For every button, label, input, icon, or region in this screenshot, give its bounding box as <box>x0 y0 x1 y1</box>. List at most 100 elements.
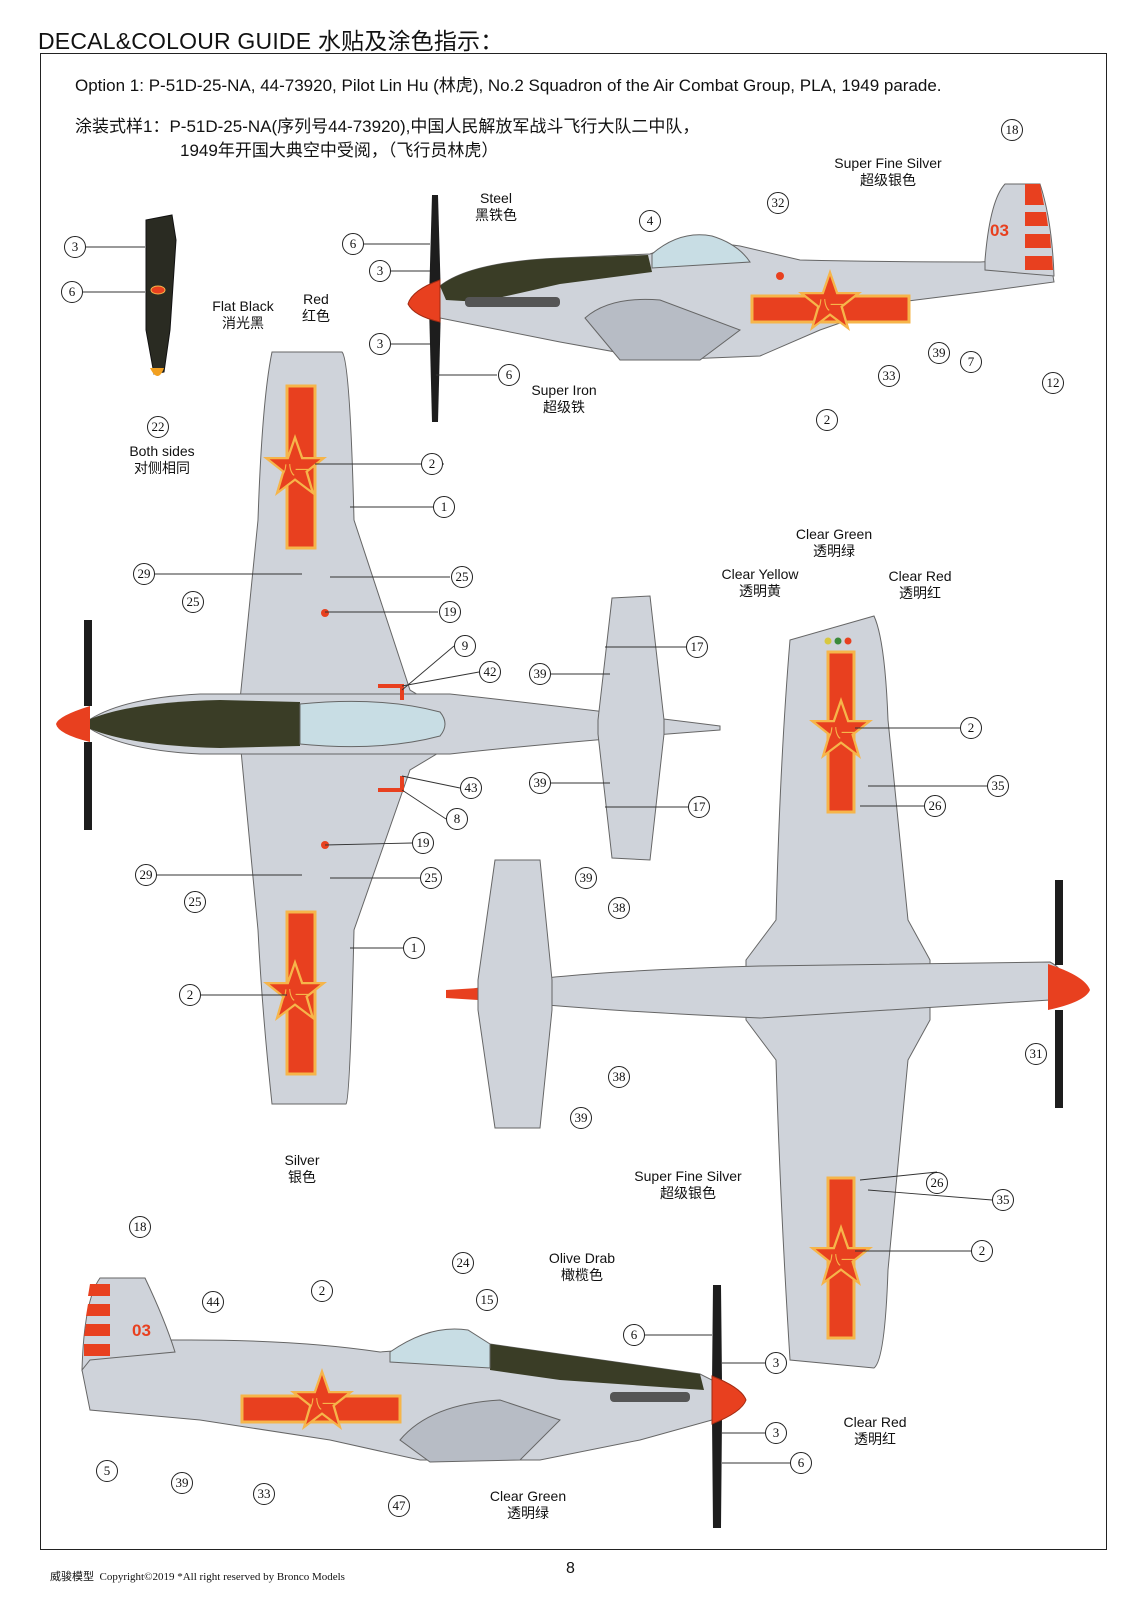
decal-callout: 35 <box>987 775 1009 797</box>
side-view-left-drawing: 03 <box>407 183 1055 422</box>
color-label-cn: 银色 <box>287 1169 316 1185</box>
page-title: DECAL&COLOUR GUIDE 水贴及涂色指示： <box>38 28 504 54</box>
decal-callout: 3 <box>369 260 391 282</box>
decal-callout: 17 <box>686 636 708 658</box>
drop-tank-drawing <box>145 214 177 376</box>
decal-callout: 25 <box>184 891 206 913</box>
color-label-en: Super Fine Silver <box>834 155 942 171</box>
leader-lines <box>83 243 993 1464</box>
color-label-en: Clear Red <box>888 568 952 584</box>
decal-callout: 19 <box>412 832 434 854</box>
footer-rights: *All right reserved by Bronco Models <box>177 1571 345 1583</box>
decal-callout: 3 <box>369 333 391 355</box>
decal-callout: 3 <box>765 1422 787 1444</box>
decal-callout: 25 <box>451 566 473 588</box>
tail-code-top: 03 <box>990 221 1009 240</box>
decal-callout: 3 <box>765 1352 787 1374</box>
decal-callout: 3 <box>64 236 86 258</box>
color-label-cn: 黑铁色 <box>475 207 517 223</box>
decal-callout: 6 <box>623 1324 645 1346</box>
color-label-en: Clear Red <box>843 1414 907 1430</box>
tail-code-bottom: 03 <box>132 1321 151 1340</box>
color-label-cn: 橄榄色 <box>560 1267 603 1283</box>
decal-callout: 39 <box>171 1472 193 1494</box>
option-title-en: Option 1: P-51D-25-NA, 44-73920, Pilot L… <box>75 76 942 95</box>
top-view-drawing <box>56 351 721 1105</box>
decal-callout: 39 <box>570 1107 592 1129</box>
decal-callout: 43 <box>460 777 482 799</box>
color-label-en: Steel <box>480 190 512 206</box>
page-number: 8 <box>566 1560 575 1577</box>
color-label-cn: 超级银色 <box>859 172 916 188</box>
decal-callout: 6 <box>61 281 83 303</box>
color-label-cn: 红色 <box>302 308 330 324</box>
decal-callout: 12 <box>1042 372 1064 394</box>
color-label-cn: 透明黄 <box>739 583 781 599</box>
decal-callout: 15 <box>476 1289 498 1311</box>
decal-callout: 5 <box>96 1460 118 1482</box>
color-label-cn: 透明红 <box>854 1431 896 1447</box>
decal-callout: 33 <box>253 1483 275 1505</box>
decal-callout: 2 <box>816 409 838 431</box>
decal-callout: 18 <box>1001 119 1023 141</box>
decal-callout: 38 <box>608 1066 630 1088</box>
decal-callout: 18 <box>129 1216 151 1238</box>
color-label-cn: 对侧相同 <box>134 460 190 476</box>
decal-callout: 38 <box>608 897 630 919</box>
color-label-en: Super Fine Silver <box>634 1168 742 1184</box>
decal-callout: 29 <box>133 563 155 585</box>
color-label-cn: 消光黑 <box>222 315 264 331</box>
color-label-en: Clear Green <box>489 1488 567 1504</box>
decal-callout: 29 <box>135 864 157 886</box>
decal-callout: 39 <box>529 663 551 685</box>
bottom-view-drawing <box>446 615 1090 1369</box>
decal-callout: 25 <box>182 591 204 613</box>
decal-callout: 47 <box>388 1495 410 1517</box>
color-label-en: Flat Black <box>212 298 274 314</box>
decal-callout: 6 <box>342 233 364 255</box>
decal-callout: 25 <box>420 867 442 889</box>
footer-copyright: 威骏模型 Copyright©2019 *All right reserved … <box>50 1568 345 1584</box>
guide-frame <box>40 53 1107 1550</box>
color-label-cn: 超级银色 <box>659 1185 716 1201</box>
decal-callout: 4 <box>639 210 661 232</box>
footer-copyright-year: Copyright©2019 <box>99 1571 175 1583</box>
decal-callout: 19 <box>439 601 461 623</box>
color-label-en: Super Iron <box>531 382 597 398</box>
decal-callout: 33 <box>878 365 900 387</box>
decal-callout: 2 <box>971 1240 993 1262</box>
decal-callout: 1 <box>403 937 425 959</box>
color-label-cn: 透明绿 <box>506 1505 549 1521</box>
decal-callout: 8 <box>446 808 468 830</box>
side-view-right-drawing: 03 <box>81 1277 747 1528</box>
decal-callout: 2 <box>311 1280 333 1302</box>
color-label-en: Clear Yellow <box>721 566 799 582</box>
color-label-en: Silver <box>284 1152 320 1168</box>
color-label-cn: 透明红 <box>899 585 941 601</box>
decal-callout: 6 <box>790 1452 812 1474</box>
option-title-cn-1: 涂装式样1：P-51D-25-NA(序列号44-73920),中国人民解放军战斗… <box>75 117 700 136</box>
decal-callout: 31 <box>1025 1043 1047 1065</box>
decal-callout: 39 <box>928 342 950 364</box>
decal-callout: 39 <box>529 772 551 794</box>
decal-callout: 44 <box>202 1291 224 1313</box>
color-label-en: Clear Green <box>795 526 873 542</box>
option-title-cn-2: 1949年开国大典空中受阅，（飞行员林虎） <box>180 141 499 160</box>
decal-callout: 1 <box>433 496 455 518</box>
decal-callout: 2 <box>421 453 443 475</box>
